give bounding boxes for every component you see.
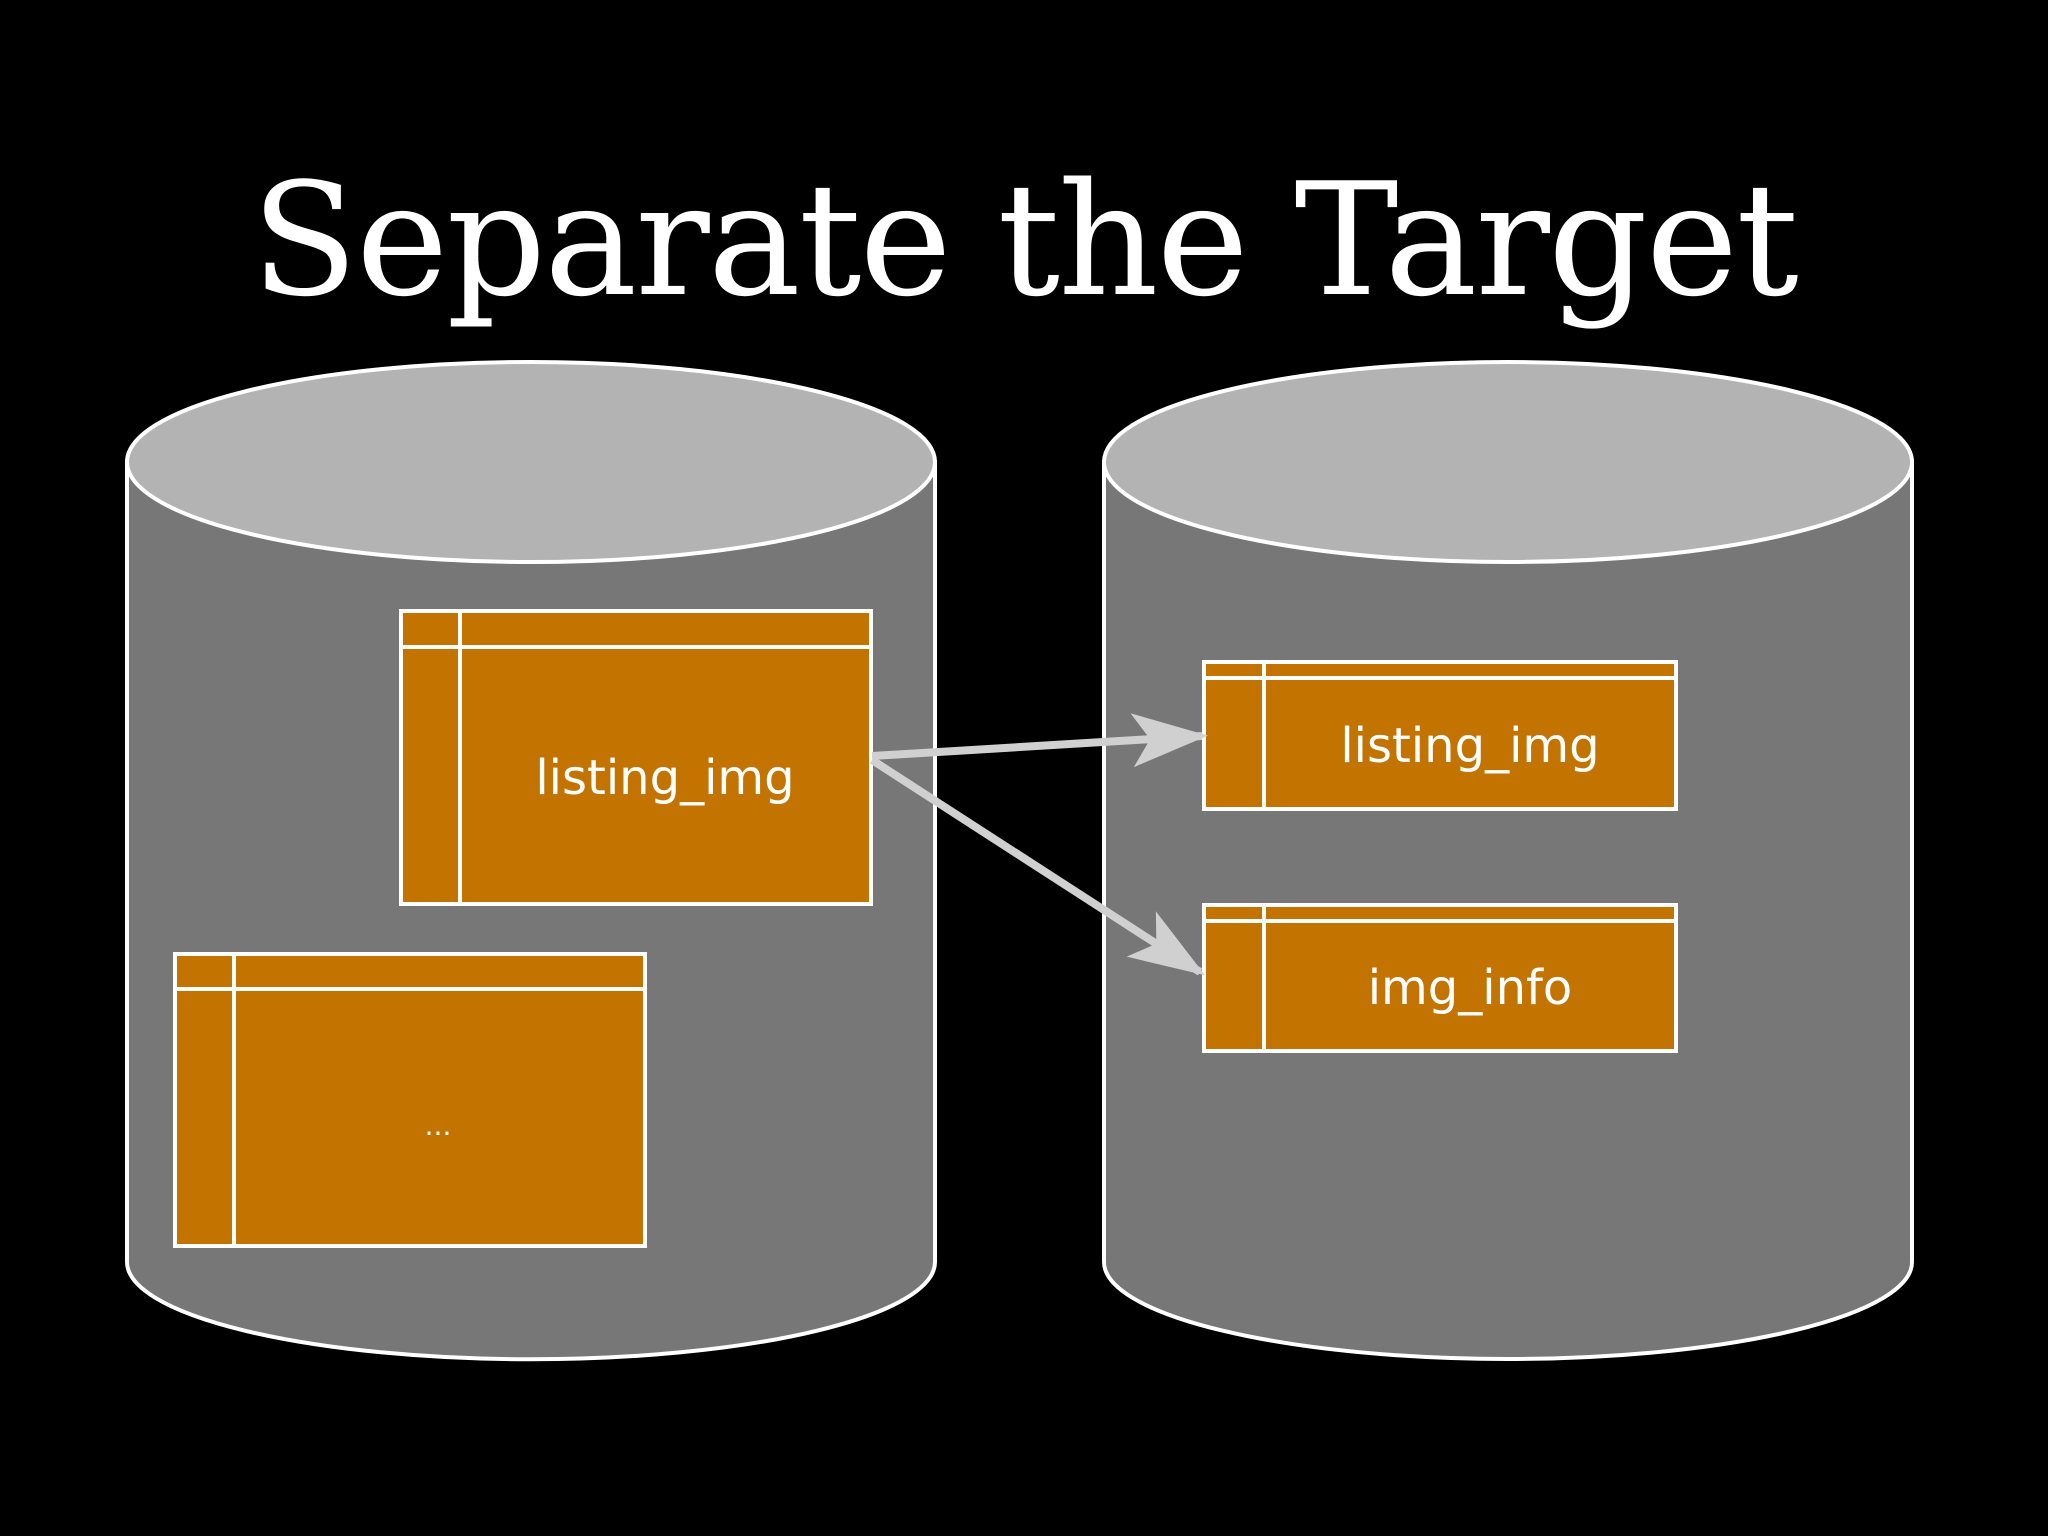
table-listing-img-source: listing_img — [399, 609, 873, 906]
table-other-source: ... — [173, 952, 647, 1248]
table-label: listing_img — [1340, 718, 1599, 774]
table-label: img_info — [1368, 960, 1573, 1016]
slide-title: Separate the Target — [251, 149, 1799, 331]
left-cylinder-top — [125, 360, 937, 564]
table-img-info-target: img_info — [1202, 903, 1678, 1053]
arrow-to-img-info — [869, 756, 1206, 976]
right-cylinder-top — [1102, 360, 1914, 564]
right-database-cylinder — [1102, 360, 1914, 1361]
table-label: listing_img — [535, 750, 794, 806]
table-listing-img-target: listing_img — [1202, 660, 1678, 811]
arrow-to-listing-img — [871, 713, 1208, 768]
table-label: ... — [425, 1109, 452, 1142]
